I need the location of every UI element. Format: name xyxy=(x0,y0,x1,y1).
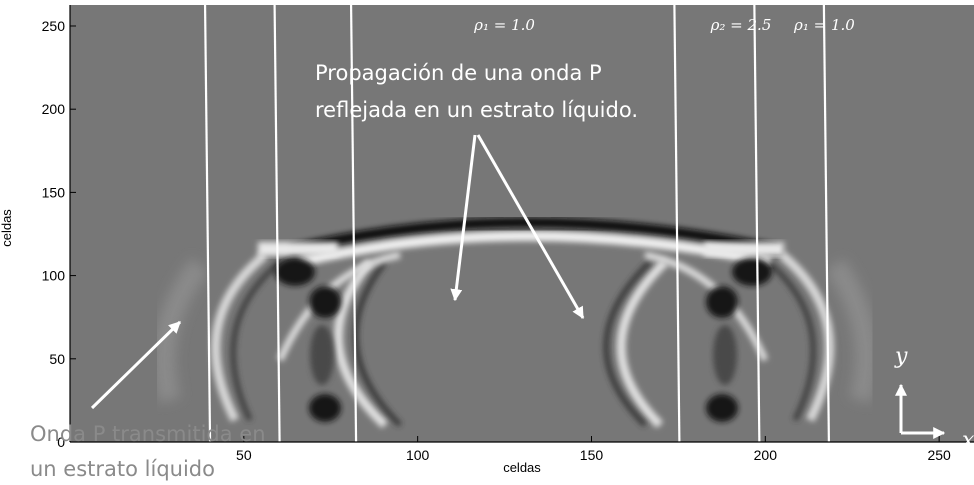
y-ticks: 0 50 100 150 200 250 xyxy=(42,18,76,450)
layer-boundary-line xyxy=(673,4,681,443)
arrow-to-left-reflection xyxy=(450,134,477,302)
wavefield-image xyxy=(153,217,878,429)
x-tick-label: 100 xyxy=(406,447,430,463)
coordinate-axes-indicator: y x xyxy=(894,344,974,453)
y-tick-label: 200 xyxy=(42,101,66,117)
layer-boundary-line xyxy=(349,4,358,443)
coord-x-label: x xyxy=(962,428,974,453)
density-labels: ρ₁ = 1.0 ρ₂ = 2.5 ρ₁ = 1.0 xyxy=(473,16,855,34)
y-tick-label: 250 xyxy=(42,18,66,34)
arrow-to-transmitted-wave xyxy=(90,320,182,410)
y-tick-label: 150 xyxy=(42,184,66,200)
annotation-transmitted-wave-line1: Onda P transmitida en xyxy=(30,422,266,446)
y-tick-label: 100 xyxy=(42,268,66,284)
coord-y-label: y xyxy=(894,344,908,369)
density-label: ρ₂ = 2.5 xyxy=(710,16,772,34)
layer-boundaries xyxy=(203,4,830,443)
x-axis-label: celdas xyxy=(503,460,541,475)
x-tick-label: 150 xyxy=(580,447,604,463)
annotation-arrows xyxy=(90,134,585,410)
annotation-transmitted-wave-line2: un estrato líquido xyxy=(30,457,215,481)
y-axis-label: celdas xyxy=(0,209,14,247)
x-ticks: 50 100 150 200 250 xyxy=(236,436,951,463)
layer-boundary-line xyxy=(753,4,761,443)
x-tick-label: 250 xyxy=(927,447,951,463)
arrow-to-right-reflection xyxy=(476,134,585,320)
y-tick-label: 50 xyxy=(49,351,65,367)
layer-boundary-line xyxy=(822,4,830,443)
annotation-reflected-wave-line2: reflejada en un estrato líquido. xyxy=(315,98,638,122)
density-label: ρ₁ = 1.0 xyxy=(793,16,855,34)
annotation-reflected-wave-line1: Propagación de una onda P xyxy=(315,61,602,85)
x-tick-label: 200 xyxy=(754,447,778,463)
layer-boundary-line xyxy=(273,4,281,443)
layer-boundary-line xyxy=(203,4,212,443)
y-tick-label: 0 xyxy=(57,434,65,450)
x-tick-label: 50 xyxy=(236,447,252,463)
density-label: ρ₁ = 1.0 xyxy=(473,16,535,34)
